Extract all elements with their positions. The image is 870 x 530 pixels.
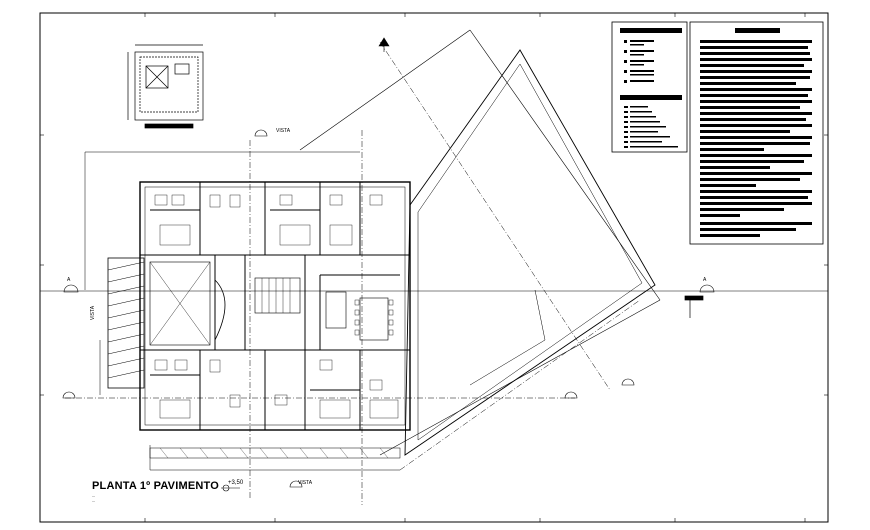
section-letter-left: A xyxy=(67,277,71,283)
key-plan xyxy=(127,44,204,129)
axis-lines xyxy=(40,130,828,505)
legend-box-symbols xyxy=(611,21,688,153)
drawing-elevation: +3,50 xyxy=(228,480,244,486)
view-label-left: VISTA xyxy=(90,305,97,321)
north-arrow-icon xyxy=(378,37,390,52)
elevation-marker-icon xyxy=(221,484,240,492)
legend-box-notes xyxy=(689,21,824,245)
view-label-bottom: VISTA xyxy=(298,480,313,486)
small-detail-mark xyxy=(684,295,704,318)
view-label-top: VISTA xyxy=(276,128,291,134)
drawing-title: PLANTA 1º PAVIMENTO xyxy=(92,480,219,492)
site-outline xyxy=(299,29,661,471)
drawing-subtitle-1: --- xyxy=(92,494,95,498)
sheet-border xyxy=(39,12,829,523)
drawing-subtitle-2: --- xyxy=(92,499,95,503)
border-ticks xyxy=(40,13,828,522)
section-letter-right: A xyxy=(703,277,707,283)
building xyxy=(107,181,411,459)
section-marker-icon xyxy=(62,129,715,488)
